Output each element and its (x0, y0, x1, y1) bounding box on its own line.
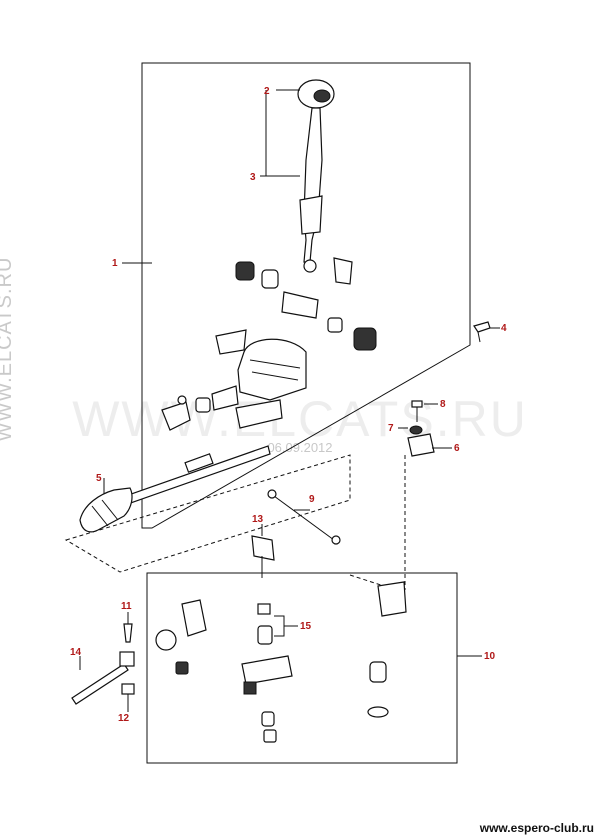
housing-rib-2 (251, 371, 299, 381)
frame-group-1 (141, 62, 471, 529)
bracket-6 (407, 433, 435, 457)
bushing-base (263, 729, 277, 743)
callout-13: 13 (252, 514, 264, 525)
shift-housing (237, 338, 307, 401)
callout-14: 14 (70, 647, 82, 658)
callout-10: 10 (484, 651, 496, 662)
washer-7 (409, 425, 423, 435)
lever-arm (181, 599, 207, 637)
bracket-plate (211, 385, 239, 411)
rod-end-b (331, 535, 341, 545)
footer-site-url: www.espero-club.ru (479, 821, 594, 835)
bellcrank (377, 581, 407, 617)
housing-cap (215, 329, 247, 355)
boot-fold-2 (101, 499, 119, 521)
bushing-b (261, 269, 279, 289)
rubber-boot (79, 487, 133, 533)
dashed-outline (64, 454, 351, 573)
link-plate (241, 655, 293, 685)
callout-12: 12 (118, 713, 130, 724)
callout-7: 7 (388, 423, 394, 434)
frame-group-10 (146, 572, 458, 764)
boot-fold-1 (91, 505, 109, 527)
callout-1: 1 (112, 258, 118, 269)
bolt-8 (411, 400, 423, 408)
connecting-rod (273, 495, 335, 541)
selector-rod-14 (71, 663, 129, 705)
lever-boot (299, 195, 323, 235)
callout-11: 11 (121, 601, 132, 612)
mount-washer (367, 706, 389, 718)
spring-pin (161, 401, 191, 431)
pivot-block (281, 291, 319, 319)
bushing-lower (261, 711, 275, 727)
bolt-4 (473, 321, 491, 333)
part-12 (121, 683, 135, 695)
bushing-a (235, 261, 255, 281)
bushing-c (327, 317, 343, 333)
mount-bushing (369, 661, 387, 683)
rod-end-a (267, 489, 277, 499)
callout-15: 15 (300, 621, 312, 632)
pin-11 (123, 623, 133, 643)
lever-shaft (303, 107, 323, 263)
clamp-plate (235, 399, 283, 429)
bushing-15b (257, 625, 273, 645)
leader-lines (79, 89, 500, 712)
callout-8: 8 (440, 399, 446, 410)
bushing-e (195, 397, 211, 413)
callout-9: 9 (309, 494, 315, 505)
rod-sleeve (184, 453, 214, 473)
housing-rib-1 (249, 359, 301, 369)
knob-shade (313, 89, 331, 103)
callout-5: 5 (96, 473, 102, 484)
link-nut (243, 681, 257, 695)
date-watermark: 06.09.2012 (267, 440, 333, 455)
callout-2: 2 (264, 86, 270, 97)
center-watermark: WWW.ELCATS.RU (72, 391, 528, 447)
nut-block (175, 661, 189, 675)
bearing-d (353, 327, 377, 351)
callout-6: 6 (454, 443, 460, 454)
pin-head (177, 395, 187, 405)
callout-3: 3 (250, 172, 256, 183)
bracket-13 (251, 535, 275, 561)
callout-4: 4 (501, 323, 507, 334)
bolt-4-shank (477, 331, 481, 343)
rod-clamp (119, 651, 135, 667)
bushing-15a (257, 603, 271, 615)
pivot-collar (155, 629, 177, 651)
lever-clip (333, 257, 353, 285)
lever-ball (303, 259, 317, 273)
